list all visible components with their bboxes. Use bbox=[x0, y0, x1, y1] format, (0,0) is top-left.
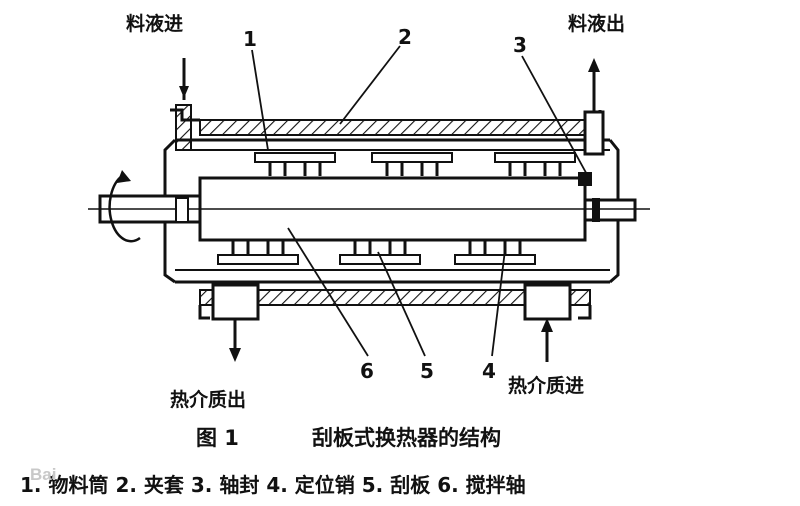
callout-numbers: 1 2 3 4 5 6 bbox=[243, 25, 527, 383]
callout-3: 3 bbox=[513, 33, 527, 57]
medium-out-label: 热介质出 bbox=[170, 388, 246, 411]
watermark: Bai bbox=[30, 465, 56, 484]
scraper-blades-bottom bbox=[217, 240, 536, 265]
figure-title: 刮板式换热器的结构 bbox=[312, 426, 501, 450]
agitator-shaft bbox=[88, 170, 650, 243]
medium-in-label: 热介质进 bbox=[508, 374, 584, 397]
feed-in-label: 料液进 bbox=[126, 12, 183, 35]
legend-line: 1. 物料筒 2. 夹套 3. 轴封 4. 定位销 5. 刮板 6. 搅拌轴 bbox=[20, 473, 526, 497]
heating-medium-outlet-nozzle bbox=[211, 283, 260, 362]
callout-5: 5 bbox=[420, 359, 434, 383]
callout-4: 4 bbox=[482, 359, 496, 383]
feed-inlet-pipe bbox=[175, 58, 192, 151]
leader-lines bbox=[251, 45, 591, 357]
scraper-blades-top bbox=[254, 152, 576, 176]
feed-outlet-pipe bbox=[583, 58, 605, 156]
figure-number: 图 1 bbox=[196, 426, 239, 450]
feed-out-label: 料液出 bbox=[568, 12, 625, 35]
callout-2: 2 bbox=[398, 25, 412, 49]
callout-6: 6 bbox=[360, 359, 374, 383]
heating-medium-inlet-nozzle bbox=[523, 283, 572, 362]
callout-1: 1 bbox=[243, 27, 257, 51]
